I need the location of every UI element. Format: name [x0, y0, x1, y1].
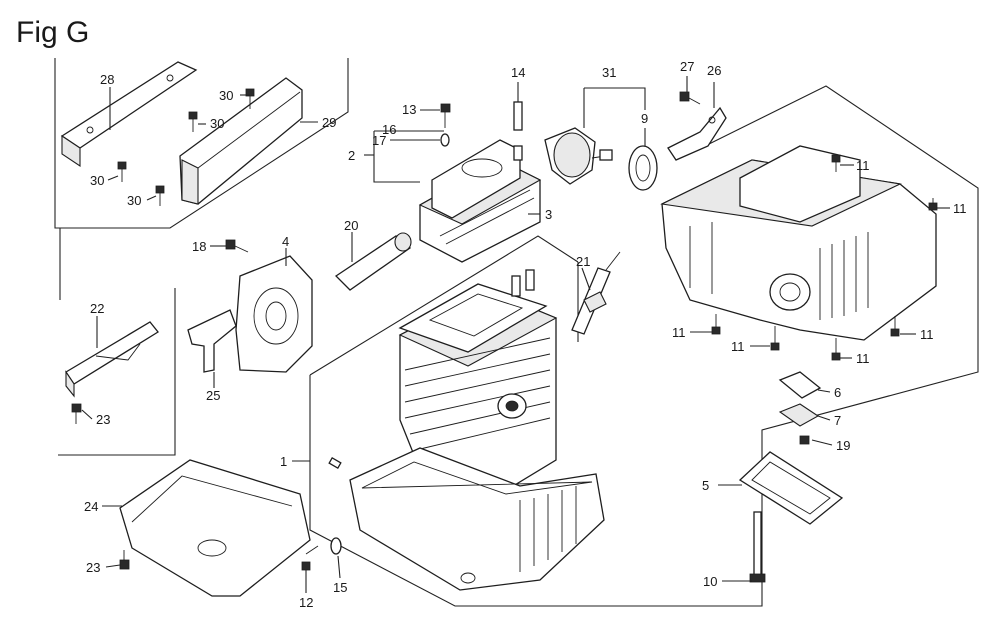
group-boundaries [54, 58, 979, 607]
plate-7 [778, 403, 820, 427]
callout-11b: 11 [953, 201, 967, 216]
callout-11a: 11 [856, 158, 870, 173]
head-cover-assembly [418, 139, 542, 263]
callout-23b: 23 [86, 560, 100, 575]
callout-31: 31 [602, 65, 616, 80]
cylinder-head-deck [398, 269, 548, 353]
crankcase [660, 145, 937, 341]
washer-16 [440, 133, 450, 147]
air-shroud-bracket [60, 61, 303, 205]
callout-labels: 28 29 30 30 30 30 13 14 16 17 2 3 31 9 2… [84, 59, 967, 610]
callout-11f: 11 [920, 327, 934, 342]
callout-30a: 30 [219, 88, 233, 103]
callout-28: 28 [100, 72, 114, 87]
callout-4: 4 [282, 234, 289, 249]
bracket-22 [65, 321, 159, 398]
callout-13: 13 [402, 102, 416, 117]
callout-17: 17 [372, 133, 386, 148]
callout-11d: 11 [731, 339, 745, 354]
base-plate-24 [119, 459, 311, 597]
callout-10: 10 [703, 574, 717, 589]
callout-29: 29 [322, 115, 336, 130]
callout-15: 15 [333, 580, 347, 595]
figure-title: Fig G [16, 16, 89, 49]
callout-30b: 30 [210, 116, 224, 131]
callout-3: 3 [545, 207, 552, 222]
long-bolt-10 [749, 511, 766, 583]
callout-12: 12 [299, 595, 313, 610]
callout-1: 1 [280, 454, 287, 469]
callout-9: 9 [641, 111, 648, 126]
bolt-18 [225, 239, 249, 253]
callout-22: 22 [90, 301, 104, 316]
clamp-26 [667, 106, 727, 161]
bolt-23b [119, 550, 130, 570]
plate-6 [778, 371, 822, 399]
callout-16: 16 [382, 122, 396, 137]
callout-11c: 11 [672, 325, 686, 340]
fan-cover-4 [235, 255, 313, 373]
callout-27: 27 [680, 59, 694, 74]
bracket-25 [187, 309, 237, 373]
pipe-20 [334, 232, 412, 291]
seal-ring-9 [628, 145, 658, 191]
flange-bolt-30-set [117, 88, 255, 206]
callout-6: 6 [834, 385, 841, 400]
callout-11e: 11 [856, 351, 870, 366]
bolt-11-set [711, 154, 938, 361]
washer-15 [330, 537, 342, 555]
callout-21: 21 [576, 254, 590, 269]
leader-lines [81, 76, 950, 593]
fuel-knob-31 [544, 127, 613, 185]
callout-30c: 30 [90, 173, 104, 188]
callout-18: 18 [192, 239, 206, 254]
callout-24: 24 [84, 499, 98, 514]
bolt-23a [71, 403, 82, 424]
callout-5: 5 [702, 478, 709, 493]
callout-19: 19 [836, 438, 850, 453]
callout-20: 20 [344, 218, 358, 233]
screw-19 [799, 435, 810, 445]
callout-14: 14 [511, 65, 525, 80]
callout-23a: 23 [96, 412, 110, 427]
callout-2: 2 [348, 148, 355, 163]
callout-26: 26 [707, 63, 721, 78]
screw-27 [679, 91, 701, 105]
bolt-13 [440, 103, 451, 128]
callout-7: 7 [834, 413, 841, 428]
pin-14 [513, 101, 523, 161]
gasket-plate-5 [738, 451, 844, 525]
bolt-12 [301, 545, 319, 571]
callout-30d: 30 [127, 193, 141, 208]
callout-25: 25 [206, 388, 220, 403]
